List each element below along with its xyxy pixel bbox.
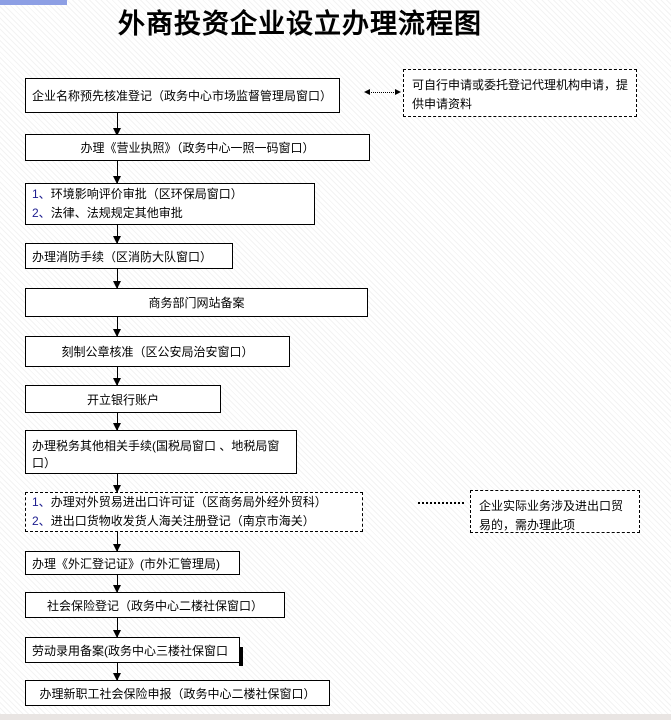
flow-box-fire-safety: 办理消防手续（区消防大队窗口） (25, 243, 233, 269)
down-arrow (113, 575, 121, 593)
flow-box-label: 办理《营业执照》（政务中心一照一码窗口） (80, 141, 315, 155)
down-arrow (113, 317, 121, 337)
down-arrow (113, 413, 121, 431)
list-line: 2、法律、法规规定其他审批 (32, 204, 183, 223)
arrow-left-icon (364, 89, 370, 95)
dotted-connector (418, 502, 464, 504)
list-number: 1、 (32, 495, 51, 509)
list-number: 2、 (32, 206, 51, 220)
flow-box-social-insurance-registration: 社会保险登记（政务中心二楼社保窗口） (25, 592, 285, 618)
annotation-import-export-condition: 企业实际业务涉及进出口贸易的，需办理此项 (470, 490, 640, 533)
page-title: 外商投资企业设立办理流程图 (118, 9, 482, 39)
top-left-blue-bar (0, 0, 67, 5)
flow-box-label: 开立银行账户 (86, 392, 159, 407)
flow-box-new-employee-insurance: 办理新职工社会保险申报（政务中心二楼社保窗口） (25, 680, 330, 706)
flow-box-tax-procedures: 办理税务其他相关手续(国税局窗口 、地税局窗口） (25, 430, 297, 474)
down-arrow (113, 113, 121, 136)
flow-box-labor-employment-filing: 劳动录用备案(政务中心三楼社保窗口 (25, 637, 240, 663)
list-number: 1、 (32, 187, 51, 201)
list-line: 1、环境影响评价审批（区环保局窗口） (32, 185, 243, 204)
list-line: 1、办理对外贸易进出口许可证（区商务局外经外贸科） (32, 493, 327, 512)
list-text: 环境影响评价审批（区环保局窗口） (50, 187, 243, 201)
flow-box-label: 社会保险登记（政务中心二楼社保窗口） (46, 598, 263, 613)
list-text: 法律、法规规定其他审批 (50, 206, 183, 220)
flow-box-label: 刻制公章核准（区公安局治安窗口） (61, 345, 254, 359)
flow-box-business-license: 办理《营业执照》（政务中心一照一码窗口） (25, 134, 370, 161)
flow-box-label: 劳动录用备案(政务中心三楼社保窗口 (32, 643, 228, 658)
down-arrow (113, 532, 121, 552)
down-arrow (113, 618, 121, 638)
flow-box-commerce-website-filing: 商务部门网站备案 (25, 288, 368, 317)
flow-box-label: 办理税务其他相关手续(国税局窗口 、地税局窗口） (32, 439, 280, 470)
dotted-shaft (369, 92, 396, 93)
list-number: 2、 (32, 514, 51, 528)
list-line: 2、进出口货物收发货人海关注册登记（南京市海关） (32, 512, 315, 531)
down-arrow (113, 225, 121, 244)
flow-box-import-export: 1、办理对外贸易进出口许可证（区商务局外经外贸科） 2、进出口货物收发货人海关注… (25, 492, 363, 532)
flow-box-environmental-approvals: 1、环境影响评价审批（区环保局窗口） 2、法律、法规规定其他审批 (25, 183, 315, 225)
flow-box-label: 办理《外汇登记证》(市外汇管理局) (32, 556, 220, 571)
down-arrow (113, 663, 121, 681)
down-arrow (113, 474, 121, 493)
flow-box-label: 企业名称预先核准登记（政务中心市场监督管理局窗口） (32, 89, 333, 103)
annotation-text: 可自行申请或委托登记代理机构申请，提供申请资料 (412, 78, 629, 111)
down-arrow (113, 161, 121, 184)
flow-box-seal-engraving: 刻制公章核准（区公安局治安窗口） (25, 336, 290, 367)
flow-box-name-preapproval: 企业名称预先核准登记（政务中心市场监督管理局窗口） (25, 78, 340, 113)
box-edge-tick (239, 647, 243, 666)
list-text: 办理对外贸易进出口许可证（区商务局外经外贸科） (50, 495, 327, 509)
list-text: 进出口货物收发货人海关注册登记（南京市海关） (50, 514, 315, 528)
flow-box-bank-account: 开立银行账户 (25, 385, 221, 413)
arrow-right-icon (395, 89, 401, 95)
down-arrow (113, 269, 121, 289)
annotation-text: 企业实际业务涉及进出口贸易的，需办理此项 (479, 499, 624, 532)
flow-box-label: 办理新职工社会保险申报（政务中心二楼社保窗口） (39, 686, 316, 701)
flow-box-forex-registration: 办理《外汇登记证》(市外汇管理局) (25, 551, 240, 575)
down-arrow (113, 367, 121, 386)
flow-box-label: 办理消防手续（区消防大队窗口） (32, 249, 213, 264)
flow-box-label: 商务部门网站备案 (148, 296, 245, 310)
dotted-double-arrow (364, 88, 401, 97)
annotation-apply-options: 可自行申请或委托登记代理机构申请，提供申请资料 (403, 69, 637, 117)
bottom-strip (0, 714, 671, 720)
